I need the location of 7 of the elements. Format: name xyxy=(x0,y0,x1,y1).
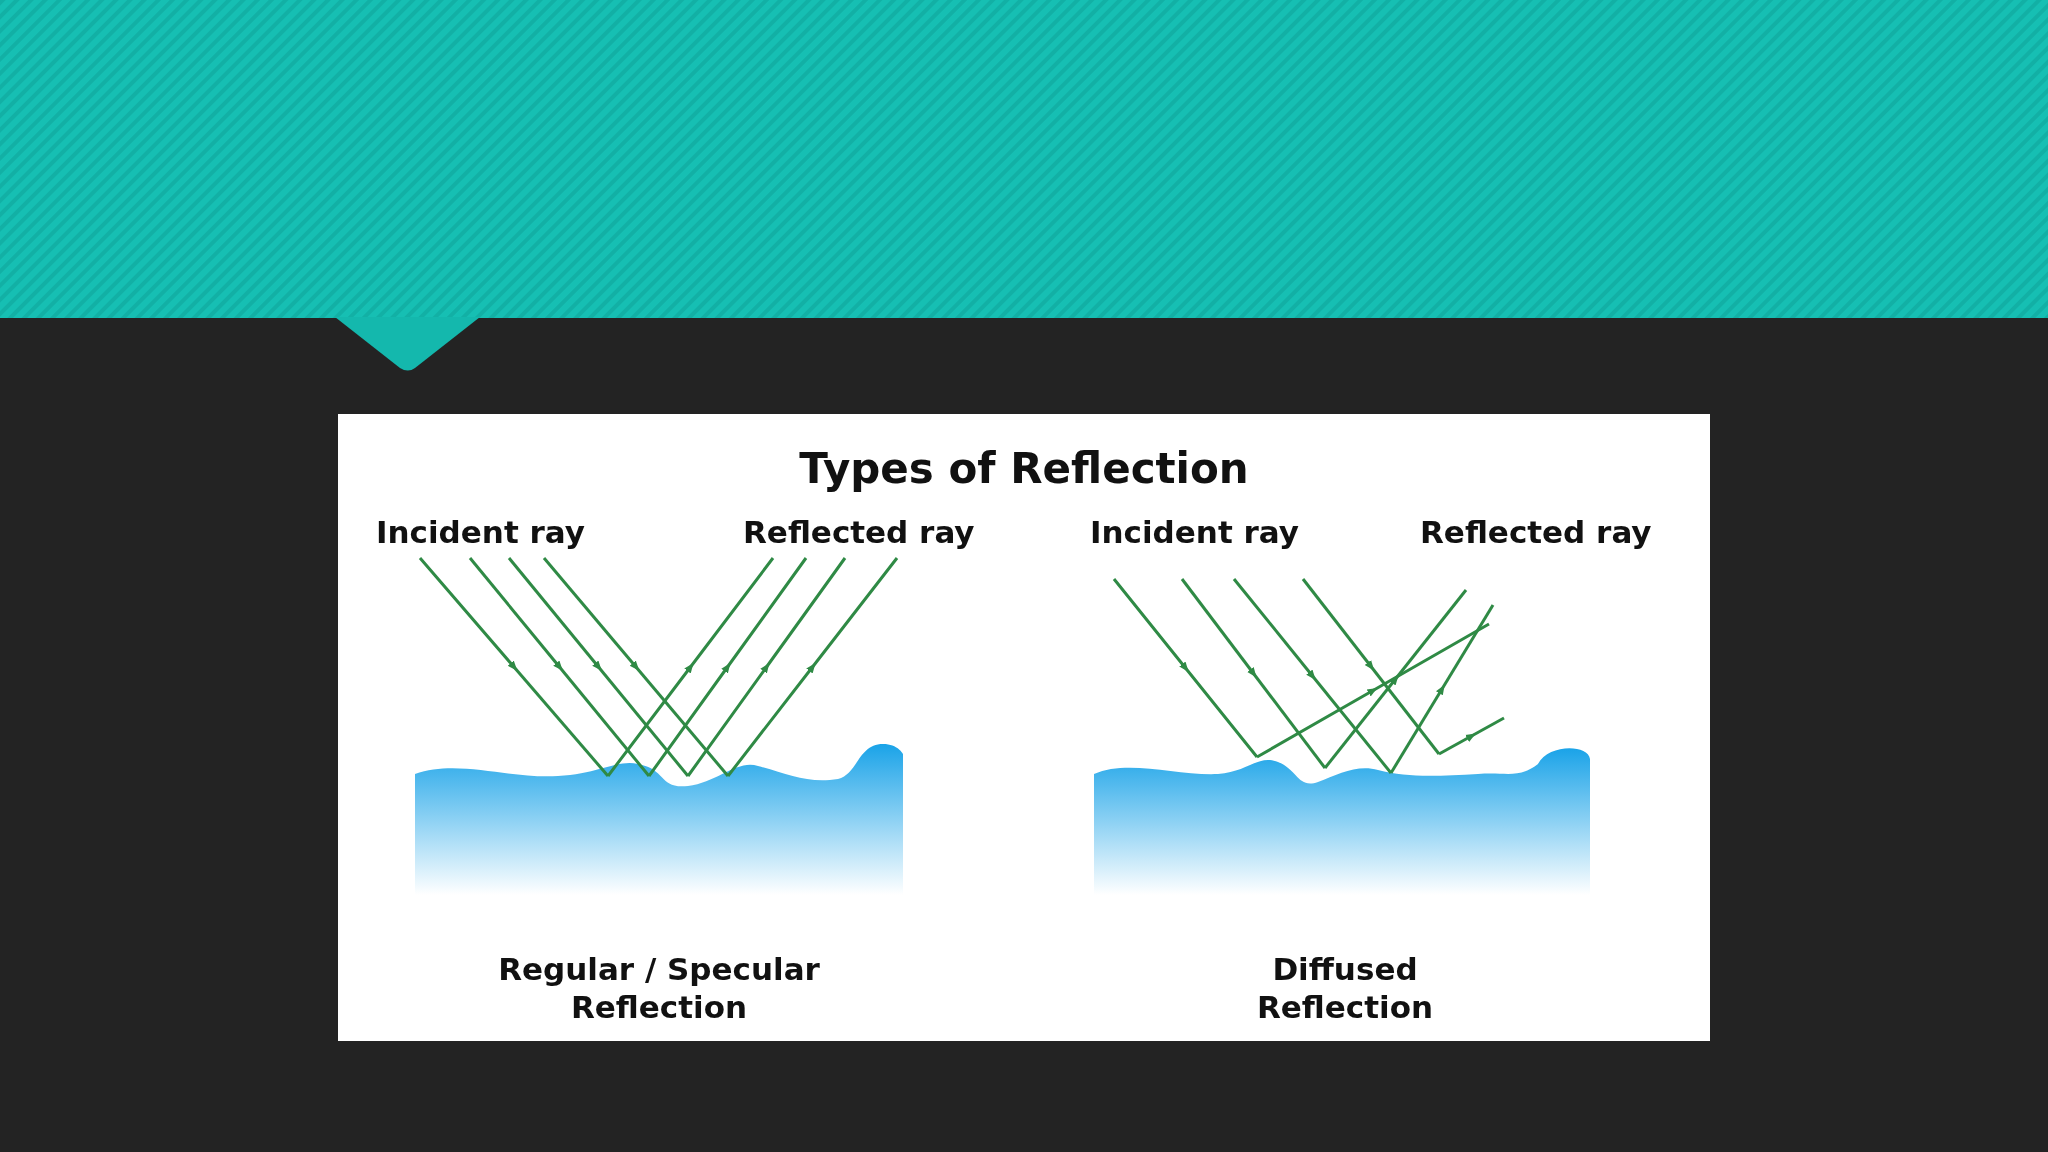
ray-label: Incident ray xyxy=(376,514,585,550)
ray-label: Reflected ray xyxy=(743,514,975,550)
ray-label: Reflected ray xyxy=(1420,514,1652,550)
title: Types of Reflection xyxy=(798,444,1250,493)
caption: Regular / Specular Reflection xyxy=(497,950,821,1026)
ray-label: Incident ray xyxy=(1090,514,1299,550)
caption: Diffused Reflection xyxy=(1255,950,1435,1026)
